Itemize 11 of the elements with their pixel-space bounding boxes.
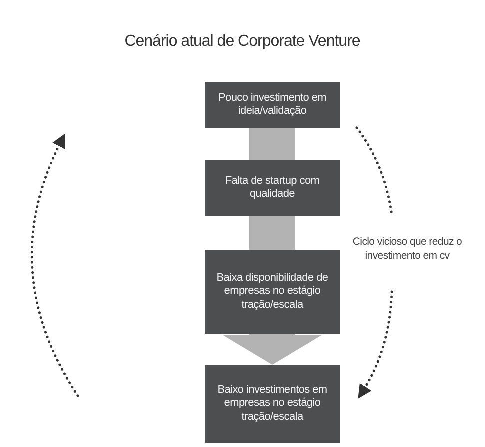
box-text: Baixo investimentos em empresas no estágio tração/escala: [216, 384, 328, 424]
process-box: [205, 365, 340, 443]
box-text: Baixa disponibilidade de empresas no estágio tração/escala: [216, 272, 330, 312]
box-text: Pouco investimento em ideia/validação: [217, 92, 328, 118]
diagram-title: Cenário atual de Corporate Venture: [124, 33, 362, 51]
box-text: Falta de startup com qualidade: [224, 174, 321, 202]
process-box: [205, 250, 340, 334]
process-box: [205, 160, 340, 216]
cycle-note: Ciclo vicioso que reduz o investimento em cv: [352, 235, 464, 264]
process-box: [205, 82, 340, 128]
flow-arrow: [222, 334, 322, 365]
